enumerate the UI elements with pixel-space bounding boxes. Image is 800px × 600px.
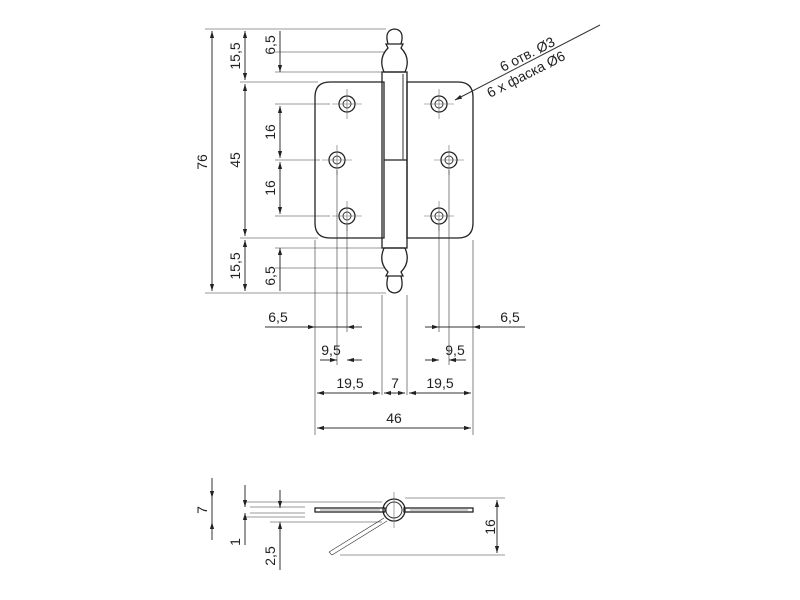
hinge-side-view	[245, 492, 505, 556]
dim-leaf-thickness: 1	[227, 538, 243, 546]
dim-left-edge-offset: 6,5	[268, 309, 288, 325]
hole	[424, 89, 454, 119]
screw-holes	[322, 89, 464, 231]
dim-overall-height: 76	[194, 154, 210, 170]
dim-overall-width: 46	[386, 410, 402, 426]
dim-left-leaf-width: 19,5	[336, 375, 363, 391]
dim-offset: 2,5	[262, 546, 278, 566]
dim-right-edge-offset: 6,5	[500, 309, 520, 325]
dim-hole-spacing-1: 16	[262, 124, 278, 140]
dim-top-finial: 15,5	[227, 42, 243, 69]
dim-bottom-edge-offset: 6,5	[262, 266, 278, 286]
hole	[434, 145, 464, 175]
dim-top-edge-offset: 6,5	[262, 35, 278, 55]
dim-right-hole-offset: 9,5	[445, 342, 465, 358]
dim-hole-spacing-2: 16	[262, 180, 278, 196]
dim-pin-width: 7	[391, 375, 399, 391]
dim-bottom-finial: 15,5	[227, 252, 243, 279]
dim-plate-height: 45	[227, 152, 243, 168]
dim-right-leaf-width: 19,5	[426, 375, 453, 391]
dim-open-height: 16	[482, 519, 498, 535]
dim-left-hole-offset: 9,5	[321, 342, 341, 358]
dim-pin-diameter: 7	[194, 506, 210, 514]
hole	[332, 89, 362, 119]
hinge-front-view	[314, 28, 474, 294]
